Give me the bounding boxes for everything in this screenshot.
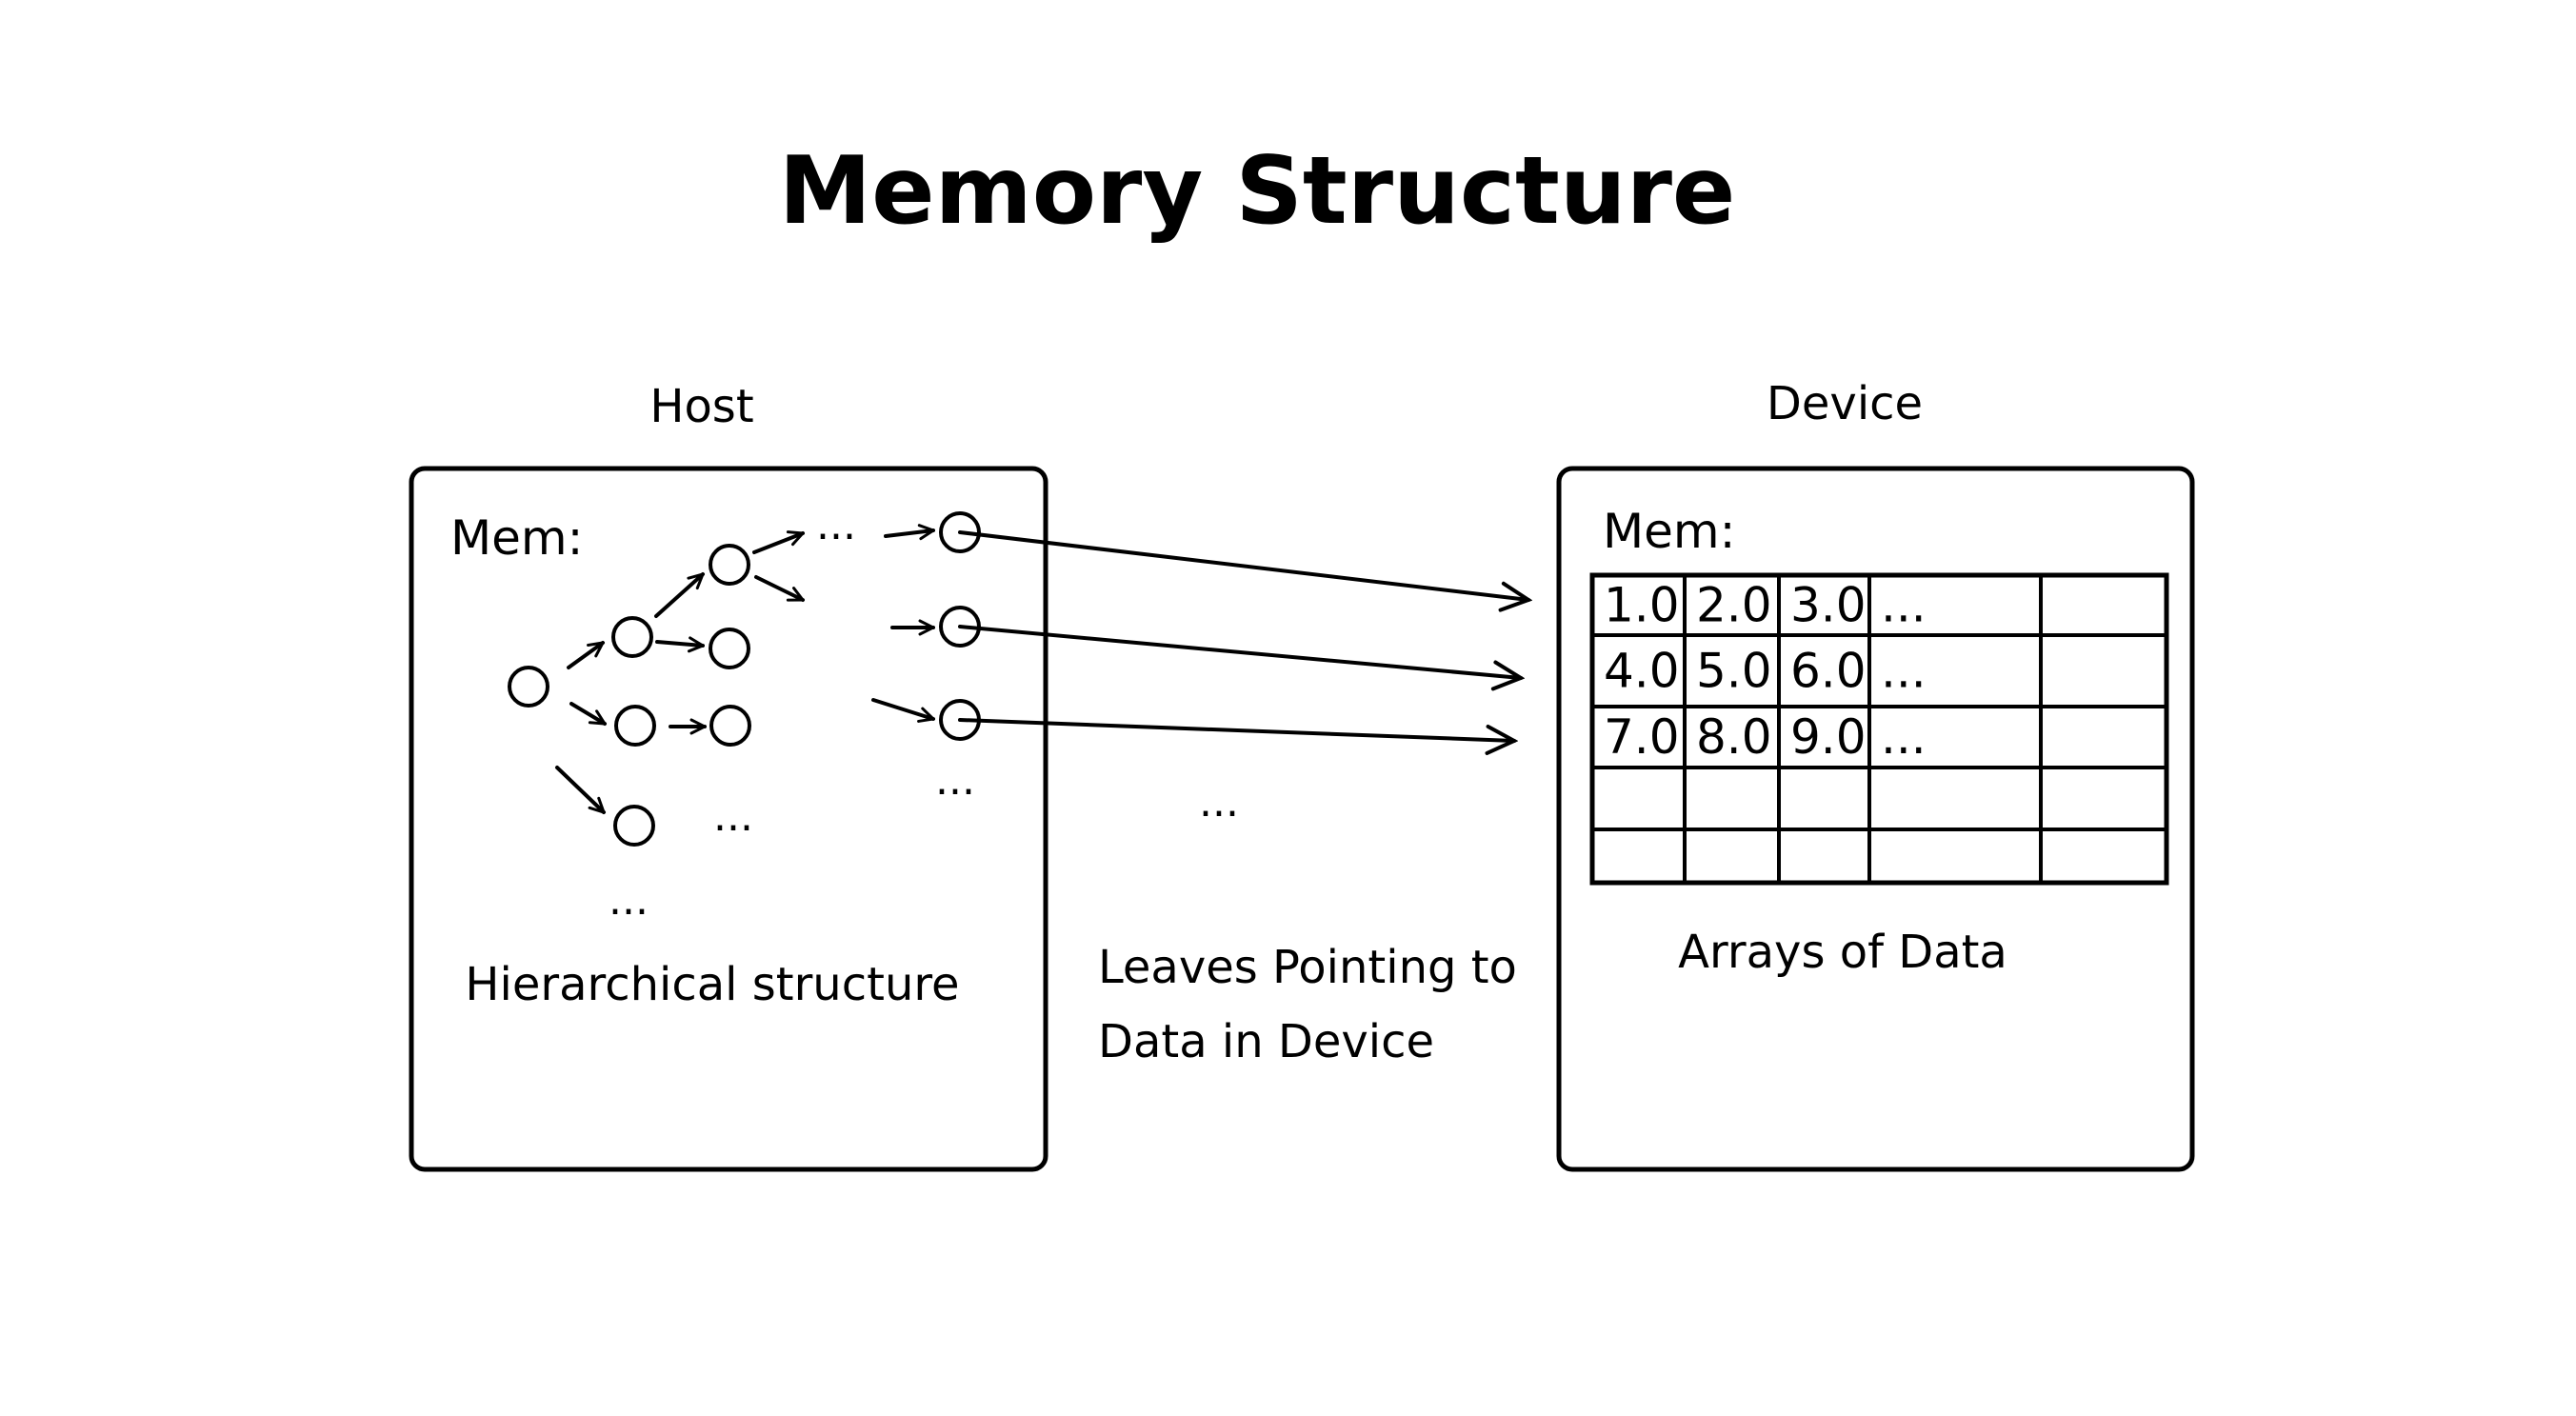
table-cell: 2.0 [1696,578,1772,633]
device-memory-box [1556,466,2195,1172]
tree-edge-arrow [752,533,803,554]
device-heading: Device [1767,377,1923,430]
tree-edge-arrow [654,574,703,618]
tree-edge-arrow [754,575,803,602]
table-cell: 8.0 [1696,709,1772,765]
device-mem-label: Mem: [1603,504,1735,559]
leaf-pointer-arrow [958,718,1514,741]
table-border [1589,572,2169,886]
page-title: Memory Structure [779,137,1736,246]
host-ellipsis: ... [935,756,975,805]
host-caption: Hierarchical structure [465,958,959,1011]
tree-edge-arrow [555,766,604,812]
tree-node [709,628,750,669]
middle-caption-line2: Data in Device [1098,1015,1434,1068]
table-cell: 9.0 [1790,709,1867,765]
tree-node [508,666,549,708]
data-array-table: 1.0 2.0 3.0... 4.0 5.0 6.0... 7.0 8.0 9.0... [1589,572,2169,886]
host-ellipsis: ... [816,501,856,549]
table-cell: 1.0 [1604,578,1680,633]
host-heading: Host [649,380,753,433]
host-ellipsis: ... [609,876,649,925]
host-ellipsis: ... [713,792,753,841]
leaf-pointer-arrow [958,625,1521,678]
table-cell: 3.0 [1790,578,1867,633]
table-cell: 5.0 [1696,644,1772,699]
tree-node [614,705,656,747]
table-cell: 7.0 [1604,709,1680,765]
middle-ellipsis: ... [1199,778,1239,827]
leaf-pointer-arrow [958,530,1528,600]
tree-edge-arrow [567,641,603,669]
host-mem-label: Mem: [450,510,583,566]
tree-edge-arrow [871,698,933,719]
middle-caption-line1: Leaves Pointing to [1098,941,1517,994]
tree-node [613,805,655,847]
tree-edge-arrow [569,702,605,726]
table-cell: ... [1881,644,1927,699]
tree-node [611,616,653,658]
device-caption: Arrays of Data [1678,926,2007,979]
tree-node [709,544,750,586]
table-cell: ... [1881,709,1927,765]
host-memory-box [409,466,1048,1172]
tree-edge-arrow [655,642,703,646]
table-cell: 6.0 [1790,644,1867,699]
tree-node [709,705,751,747]
table-cell: 4.0 [1604,644,1680,699]
table-cell: ... [1881,578,1927,633]
tree-edge-arrow [884,530,933,536]
leaf-node [939,511,981,553]
